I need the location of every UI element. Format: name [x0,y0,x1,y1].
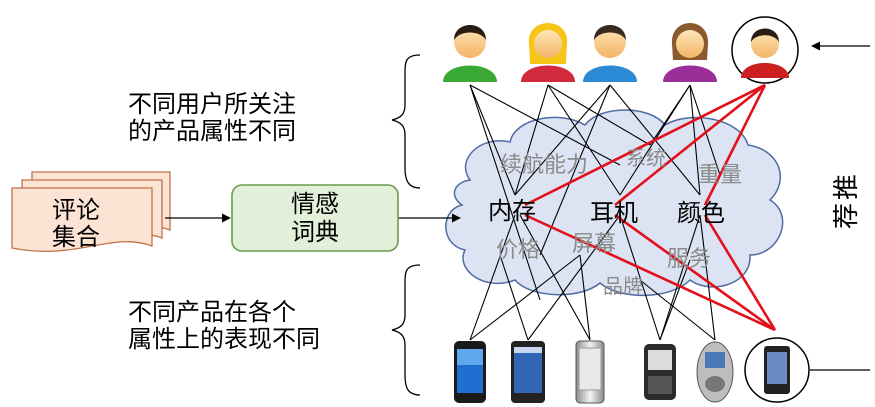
user-icon-purple [663,23,717,82]
attr-earphone: 耳机 [590,199,638,227]
red-links [524,83,777,332]
user-icon-target [731,16,799,84]
product-attr-label-line1: 不同产品在各个 [128,298,296,326]
braces [391,54,421,396]
attr-memory: 内存 [488,197,536,225]
dict-label-line1: 情感 [291,190,339,218]
recommend-char-1: 推 [832,174,862,200]
phones [454,337,810,404]
dictionary-box: 情感 词典 [231,184,399,252]
attr-screen: 屏幕 [572,232,616,257]
phone-icon-blue [511,341,545,403]
reviews-box: 评论 集合 [11,171,171,252]
top-brace [391,54,421,189]
phone-icon-iphone [454,341,486,403]
attr-color: 颜色 [677,199,725,227]
dict-label-line2: 词典 [291,218,339,246]
user-icon-red [521,23,575,82]
recommend-label: 推 荐 [832,174,862,229]
product-attr-label-line2: 属性上的表现不同 [128,325,320,353]
attr-brand: 品牌 [603,274,643,298]
users [443,16,799,84]
user-icon-blue [583,25,637,82]
user-attr-label-line2: 的产品属性不同 [128,117,296,145]
attribute-cloud [445,109,784,297]
left-labels: 不同用户所关注 的产品属性不同 不同产品在各个 属性上的表现不同 [128,90,320,353]
user-icon-green [443,25,497,82]
attr-battery: 续航能力 [500,153,588,178]
attr-service: 服务 [667,247,711,272]
phone-icon-nokia [696,341,734,403]
phone-icon-silver [575,340,605,404]
phone-icon-target [744,337,810,403]
bottom-brace [391,264,421,396]
reviews-label-line1: 评论 [52,196,100,224]
reviews-label-line2: 集合 [52,223,100,251]
arrows [165,41,870,371]
phone-icon-blackberry [644,344,676,400]
recommend-char-2: 荐 [832,203,862,229]
primary-attributes: 内存 耳机 颜色 [488,197,725,227]
attr-price: 价格 [496,238,540,263]
secondary-attributes: 续航能力 系统 重量 价格 屏幕 服务 品牌 [496,146,742,298]
attr-system: 系统 [626,146,666,170]
attr-weight: 重量 [698,163,742,188]
user-attr-label-line1: 不同用户所关注 [128,90,296,118]
